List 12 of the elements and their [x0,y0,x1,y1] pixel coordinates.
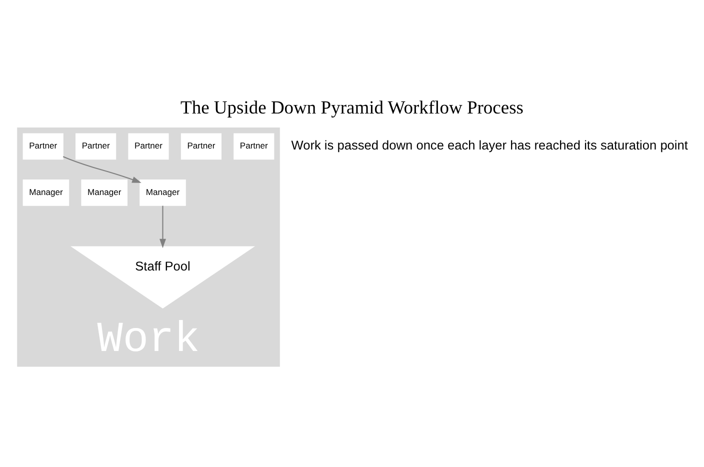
arrow [62,156,142,182]
node-box: Manager [81,179,128,206]
node-box: Partner [128,132,169,160]
diagram-title: The Upside Down Pyramid Workflow Process [180,98,524,118]
node-box: Partner [76,132,116,160]
label: Work is passed down once each layer has reached its saturation point [291,137,688,152]
node-box: Manager [22,179,70,206]
node-box: Partner [180,132,222,160]
node-box: Manager [140,179,186,206]
arrow [160,205,166,248]
node-box: Partner [22,132,64,160]
node-box: Partner [234,132,274,160]
